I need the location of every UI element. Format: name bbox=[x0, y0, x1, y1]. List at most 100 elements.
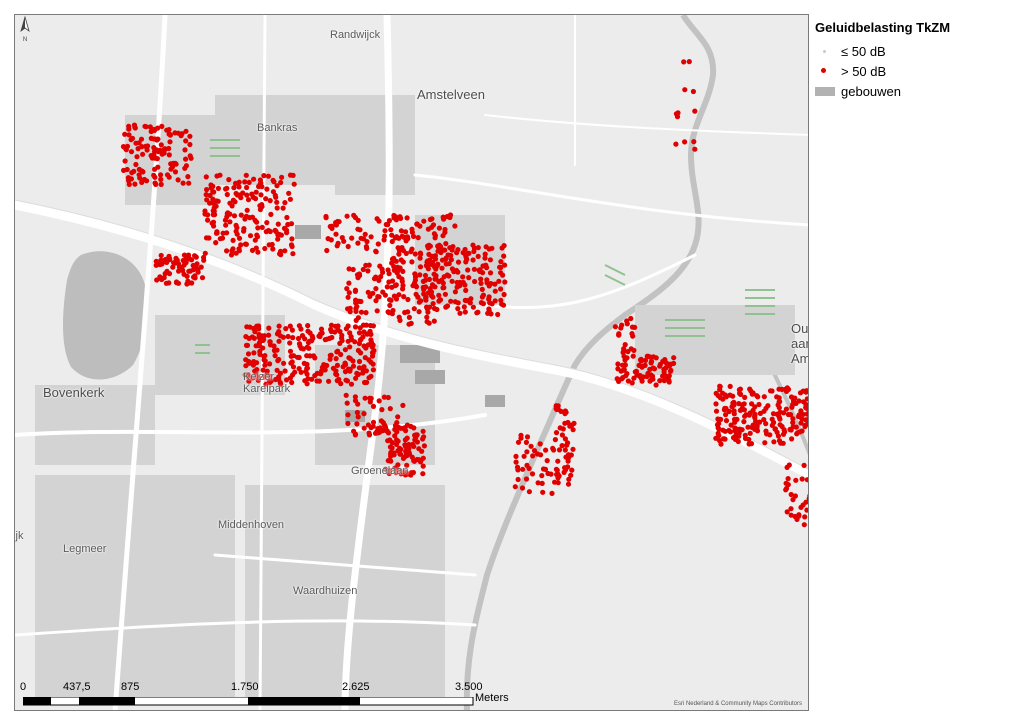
noise-point bbox=[388, 453, 394, 459]
noise-point bbox=[625, 378, 632, 384]
noise-point bbox=[417, 272, 423, 278]
noise-point bbox=[417, 264, 424, 270]
noise-point bbox=[247, 233, 254, 239]
noise-point bbox=[364, 239, 370, 245]
noise-point bbox=[524, 449, 530, 455]
noise-point bbox=[210, 212, 216, 218]
noise-point bbox=[327, 356, 333, 362]
noise-point bbox=[183, 138, 189, 144]
noise-point bbox=[344, 213, 350, 219]
noise-point bbox=[653, 355, 659, 361]
noise-point bbox=[395, 414, 401, 420]
noise-point bbox=[728, 422, 734, 428]
noise-point bbox=[668, 367, 674, 373]
noise-point bbox=[376, 398, 382, 404]
legend-item-above-50db: > 50 dB bbox=[815, 61, 1025, 81]
noise-point bbox=[249, 247, 256, 253]
noise-point bbox=[452, 299, 458, 305]
noise-point bbox=[400, 286, 406, 292]
noise-point bbox=[267, 198, 273, 204]
noise-point bbox=[335, 327, 341, 333]
noise-point bbox=[164, 268, 170, 274]
noise-point bbox=[466, 250, 472, 256]
noise-point bbox=[181, 252, 188, 258]
noise-point bbox=[396, 235, 402, 241]
noise-point bbox=[335, 348, 341, 354]
noise-point bbox=[333, 222, 339, 228]
noise-point bbox=[242, 216, 248, 222]
noise-point bbox=[306, 345, 312, 351]
noise-point bbox=[743, 412, 749, 418]
noise-point bbox=[187, 153, 193, 159]
noise-point bbox=[158, 172, 164, 178]
noise-point bbox=[416, 446, 422, 452]
legend-label: gebouwen bbox=[841, 83, 901, 99]
noise-point bbox=[404, 234, 411, 240]
large-buildings bbox=[295, 225, 505, 422]
noise-point bbox=[267, 228, 273, 235]
noise-point bbox=[804, 411, 808, 417]
noise-point bbox=[645, 370, 651, 377]
noise-point bbox=[393, 214, 399, 220]
noise-point bbox=[290, 251, 296, 257]
noise-point bbox=[623, 373, 629, 379]
noise-point bbox=[690, 88, 697, 95]
noise-point bbox=[761, 417, 767, 423]
noise-point bbox=[478, 276, 484, 282]
noise-point bbox=[264, 186, 270, 192]
noise-point bbox=[548, 471, 554, 477]
noise-point bbox=[559, 432, 566, 438]
scale-tick: 1.750 bbox=[231, 681, 259, 693]
noise-point bbox=[767, 388, 774, 394]
noise-point bbox=[314, 370, 320, 376]
noise-point bbox=[133, 161, 139, 168]
noise-point bbox=[431, 305, 438, 312]
noise-point bbox=[452, 223, 458, 229]
noise-point bbox=[806, 496, 808, 501]
noise-point bbox=[732, 419, 738, 425]
noise-point bbox=[487, 257, 493, 263]
noise-point bbox=[272, 227, 278, 233]
noise-point bbox=[750, 422, 756, 428]
noise-point bbox=[379, 266, 385, 272]
noise-point bbox=[479, 286, 485, 292]
noise-point bbox=[783, 485, 790, 492]
noise-point bbox=[136, 166, 142, 172]
noise-point bbox=[274, 183, 280, 189]
noise-point bbox=[295, 335, 302, 342]
noise-point bbox=[492, 281, 498, 287]
noise-point bbox=[769, 416, 775, 422]
noise-point bbox=[404, 462, 410, 468]
noise-point bbox=[496, 278, 502, 284]
noise-point bbox=[657, 361, 664, 367]
noise-point bbox=[568, 452, 574, 458]
noise-point bbox=[392, 426, 398, 432]
scale-tick: 0 bbox=[20, 681, 27, 693]
noise-point bbox=[275, 221, 281, 227]
noise-point bbox=[301, 360, 307, 366]
noise-point bbox=[443, 304, 449, 310]
noise-point bbox=[175, 280, 182, 286]
noise-point bbox=[341, 238, 347, 244]
noise-point bbox=[289, 236, 295, 242]
noise-point bbox=[345, 243, 351, 250]
noise-point bbox=[383, 221, 389, 228]
place-label-bovenkerk: Bovenkerk bbox=[43, 385, 105, 400]
noise-point bbox=[805, 420, 808, 427]
noise-point bbox=[158, 252, 164, 259]
noise-point bbox=[542, 466, 549, 472]
noise-point bbox=[262, 374, 268, 380]
noise-point bbox=[296, 366, 302, 372]
noise-point bbox=[194, 261, 200, 267]
noise-point bbox=[438, 249, 444, 256]
noise-point bbox=[187, 141, 193, 148]
noise-point bbox=[375, 241, 381, 247]
noise-point bbox=[222, 217, 228, 223]
noise-point bbox=[346, 280, 352, 286]
noise-point bbox=[420, 463, 426, 469]
map-frame[interactable]: Randwijck Amstelveen Bankras Bovenkerk K… bbox=[14, 14, 809, 711]
noise-point bbox=[252, 368, 258, 374]
noise-point bbox=[741, 407, 748, 413]
noise-point bbox=[489, 301, 495, 307]
noise-point bbox=[214, 198, 220, 204]
